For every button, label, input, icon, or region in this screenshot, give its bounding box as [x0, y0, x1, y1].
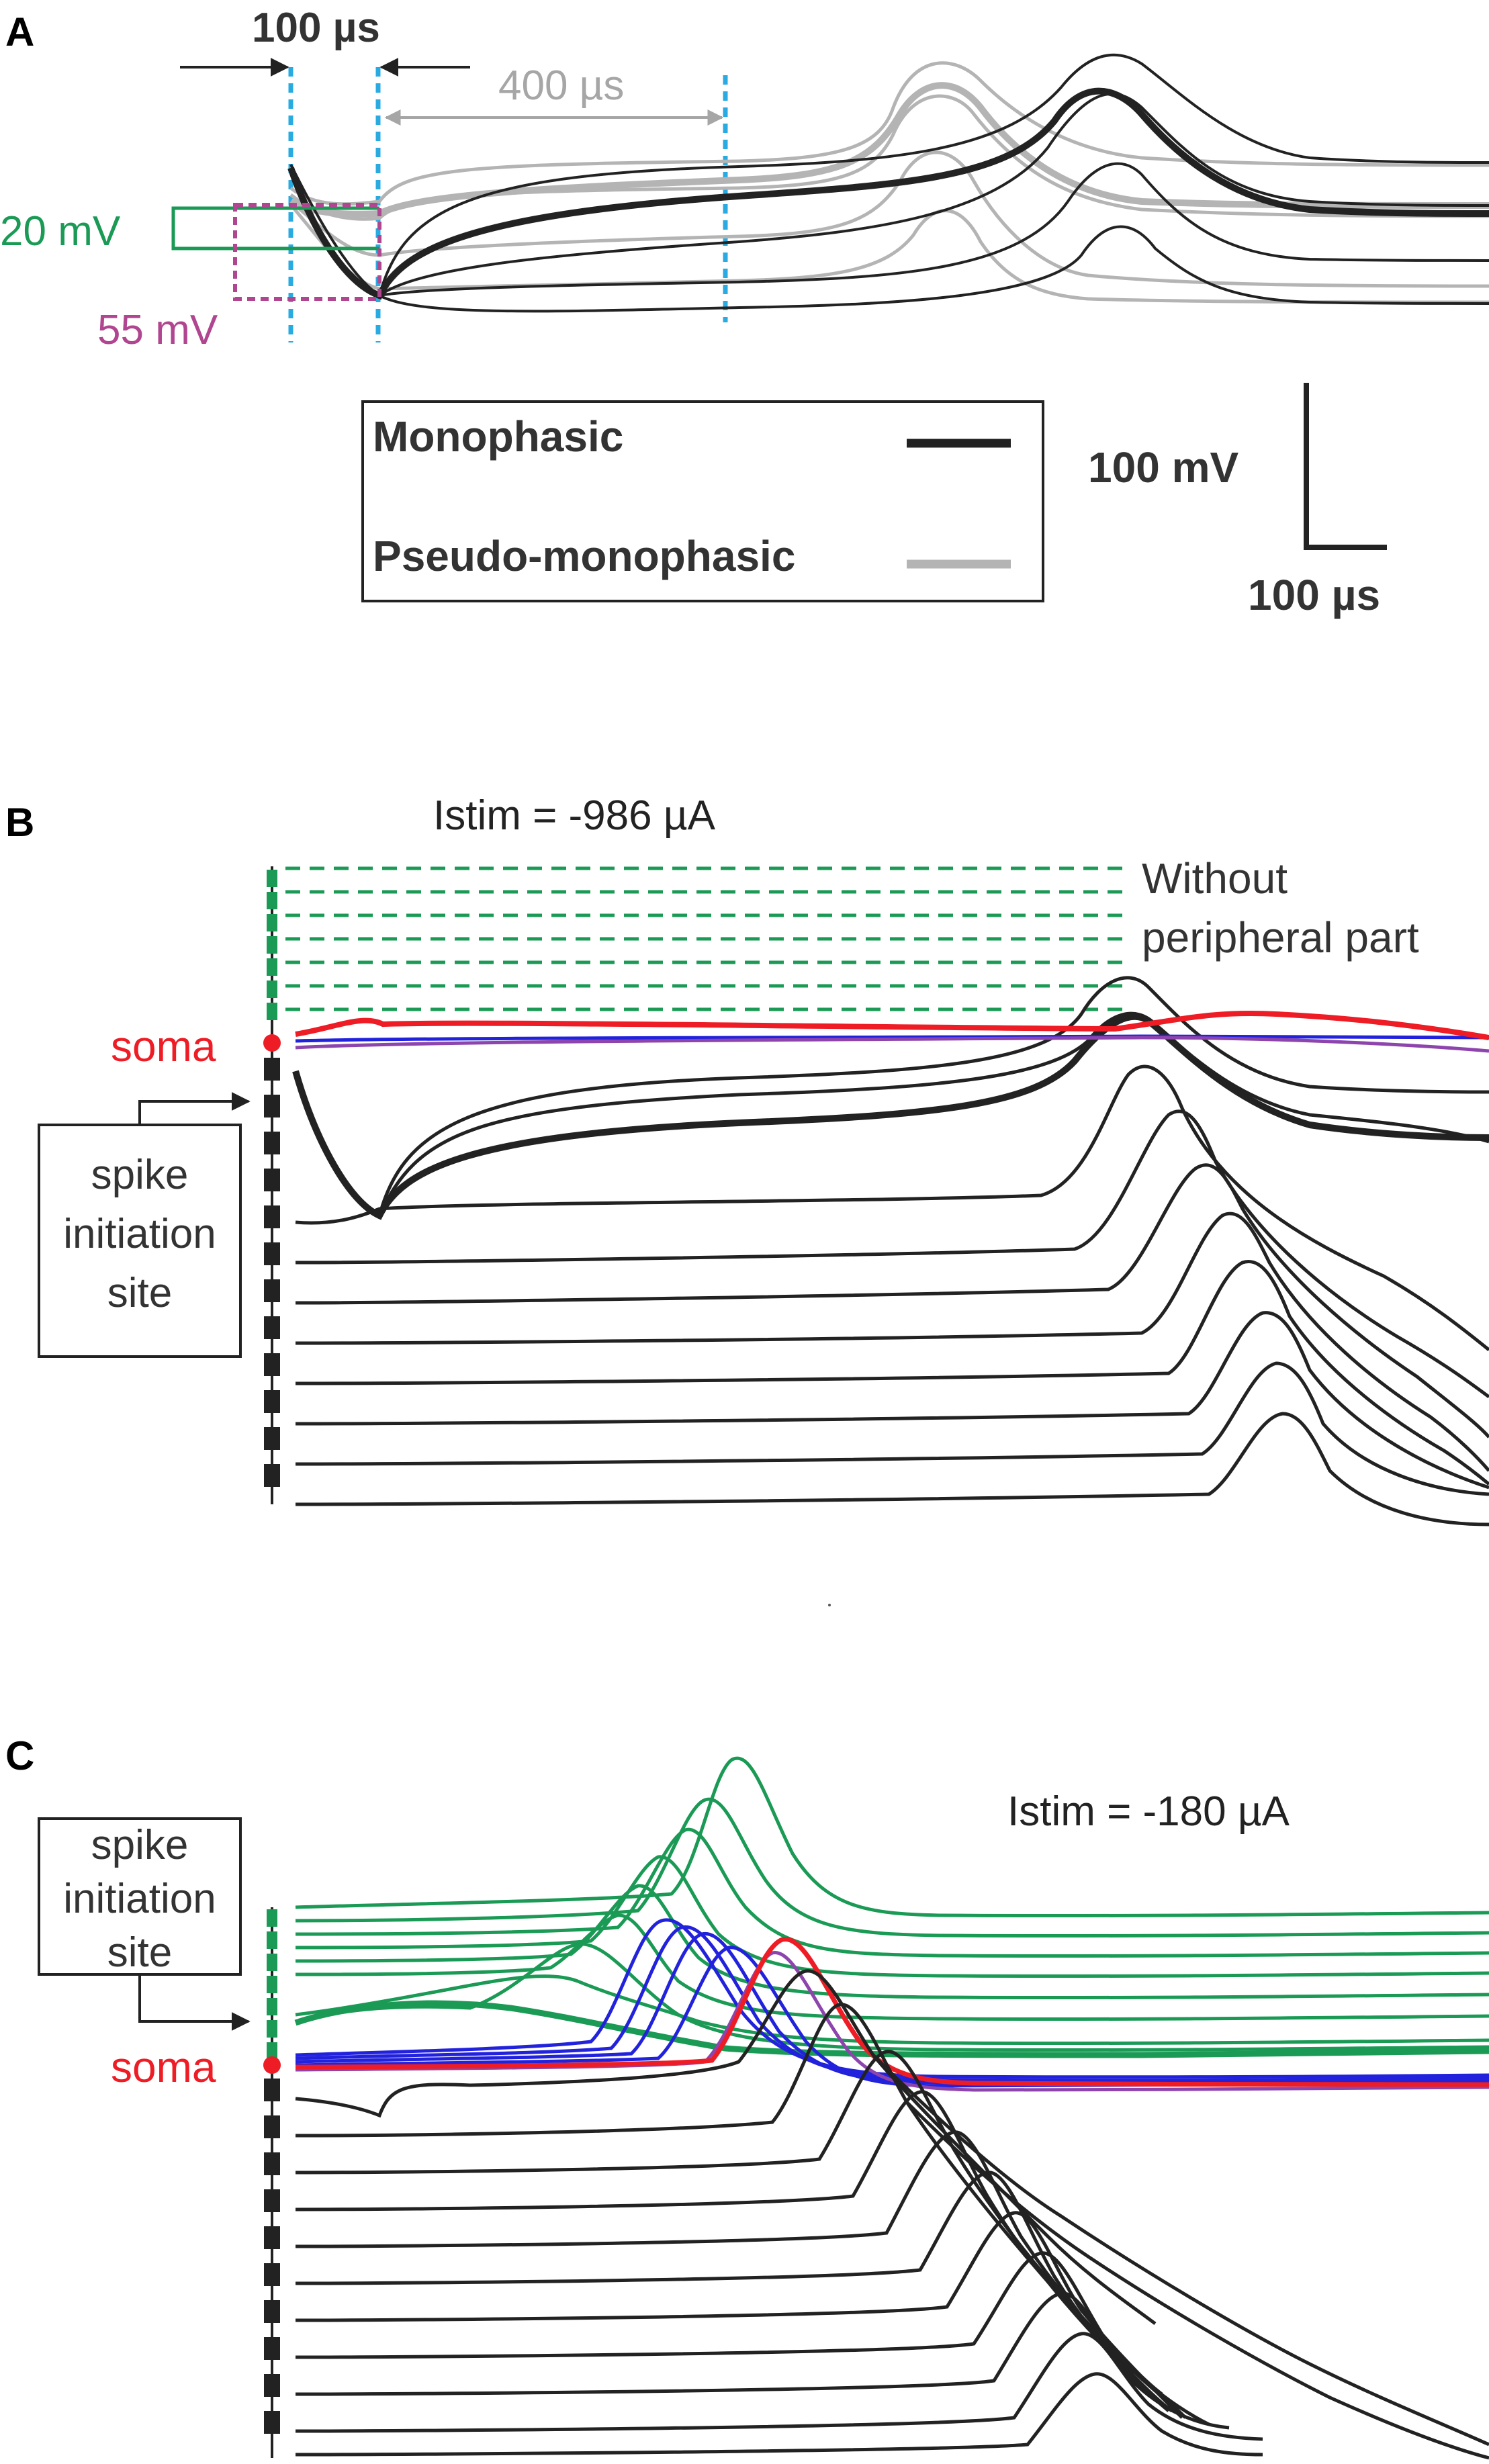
- panel-b-label: B: [5, 800, 34, 845]
- soma-label-b: soma: [111, 1022, 216, 1070]
- legend-pseudo: Pseudo-monophasic: [373, 532, 795, 580]
- box-b-line3: site: [107, 1270, 172, 1316]
- soma-trace-b: [295, 1011, 1489, 1040]
- axon-nodes-c: [264, 2079, 280, 2434]
- mono-trace-bold: [287, 87, 1489, 300]
- label-55mv: 55 mV: [97, 307, 218, 353]
- pseudo-trace-bold: [289, 82, 1489, 218]
- box-c-line1: spike: [91, 1822, 189, 1868]
- initiation-arrow-b: [138, 1092, 251, 1125]
- bracket-20mv: [171, 206, 379, 250]
- initiation-box-b: [38, 1124, 242, 1358]
- stray-dot: [828, 1604, 831, 1606]
- box-c-line2: initiation: [63, 1876, 216, 1922]
- label-400us: 400 µs: [498, 62, 624, 109]
- peripheral-trace-bold-c: [294, 2000, 1489, 2058]
- box-b-line1: spike: [91, 1152, 189, 1198]
- axon-traces-b: [294, 976, 1489, 1526]
- panel-a: A 100 µs 400 µs 20 mV: [0, 5, 1489, 619]
- peripheral-dashes-b: [285, 866, 1125, 1011]
- without-line2: peripheral part: [1142, 913, 1419, 962]
- box-c-line3: site: [107, 1929, 172, 1976]
- box-55mv: [233, 203, 381, 301]
- label-20mv: 20 mV: [0, 208, 121, 255]
- initiation-arrow-c: [138, 1974, 251, 2031]
- scalebar-time: 100 µs: [1248, 571, 1380, 619]
- peripheral-nodes-b: [267, 870, 277, 1020]
- legend-monophasic: Monophasic: [373, 412, 623, 461]
- soma-label-c: soma: [111, 2043, 216, 2091]
- scale-bar: 100 mV 100 µs: [1088, 383, 1387, 619]
- scalebar-voltage: 100 mV: [1088, 443, 1238, 492]
- blue-trace-b: [295, 1034, 1489, 1043]
- soma-dot-c: [263, 2056, 281, 2074]
- without-line1: Without: [1142, 854, 1288, 903]
- soma-dot-b: [263, 1034, 281, 1052]
- legend: Monophasic Pseudo-monophasic: [361, 400, 1044, 602]
- panel-c: C Istim = -180 µA spike initiation site …: [5, 1733, 1489, 2460]
- axon-traces-c: [295, 1969, 1489, 2460]
- box-b-line2: initiation: [63, 1211, 216, 1257]
- initiation-box-c: [38, 1817, 242, 1976]
- mono-traces: [289, 53, 1489, 313]
- panel-a-label: A: [5, 9, 34, 54]
- istim-b: Istim = -986 µA: [433, 792, 716, 839]
- axon-nodes-b: [264, 1058, 280, 1487]
- purple-trace-b: [295, 1036, 1489, 1053]
- panel-b: B Istim = -986 µA Without peripheral par…: [5, 792, 1489, 1526]
- peripheral-traces-c: [295, 1756, 1489, 2052]
- label-100us: 100 µs: [252, 5, 380, 51]
- axon-trace-bold-b: [292, 1013, 1489, 1220]
- panel-c-label: C: [5, 1733, 34, 1778]
- istim-c: Istim = -180 µA: [1007, 1788, 1290, 1835]
- peripheral-nodes-c: [267, 1909, 277, 2060]
